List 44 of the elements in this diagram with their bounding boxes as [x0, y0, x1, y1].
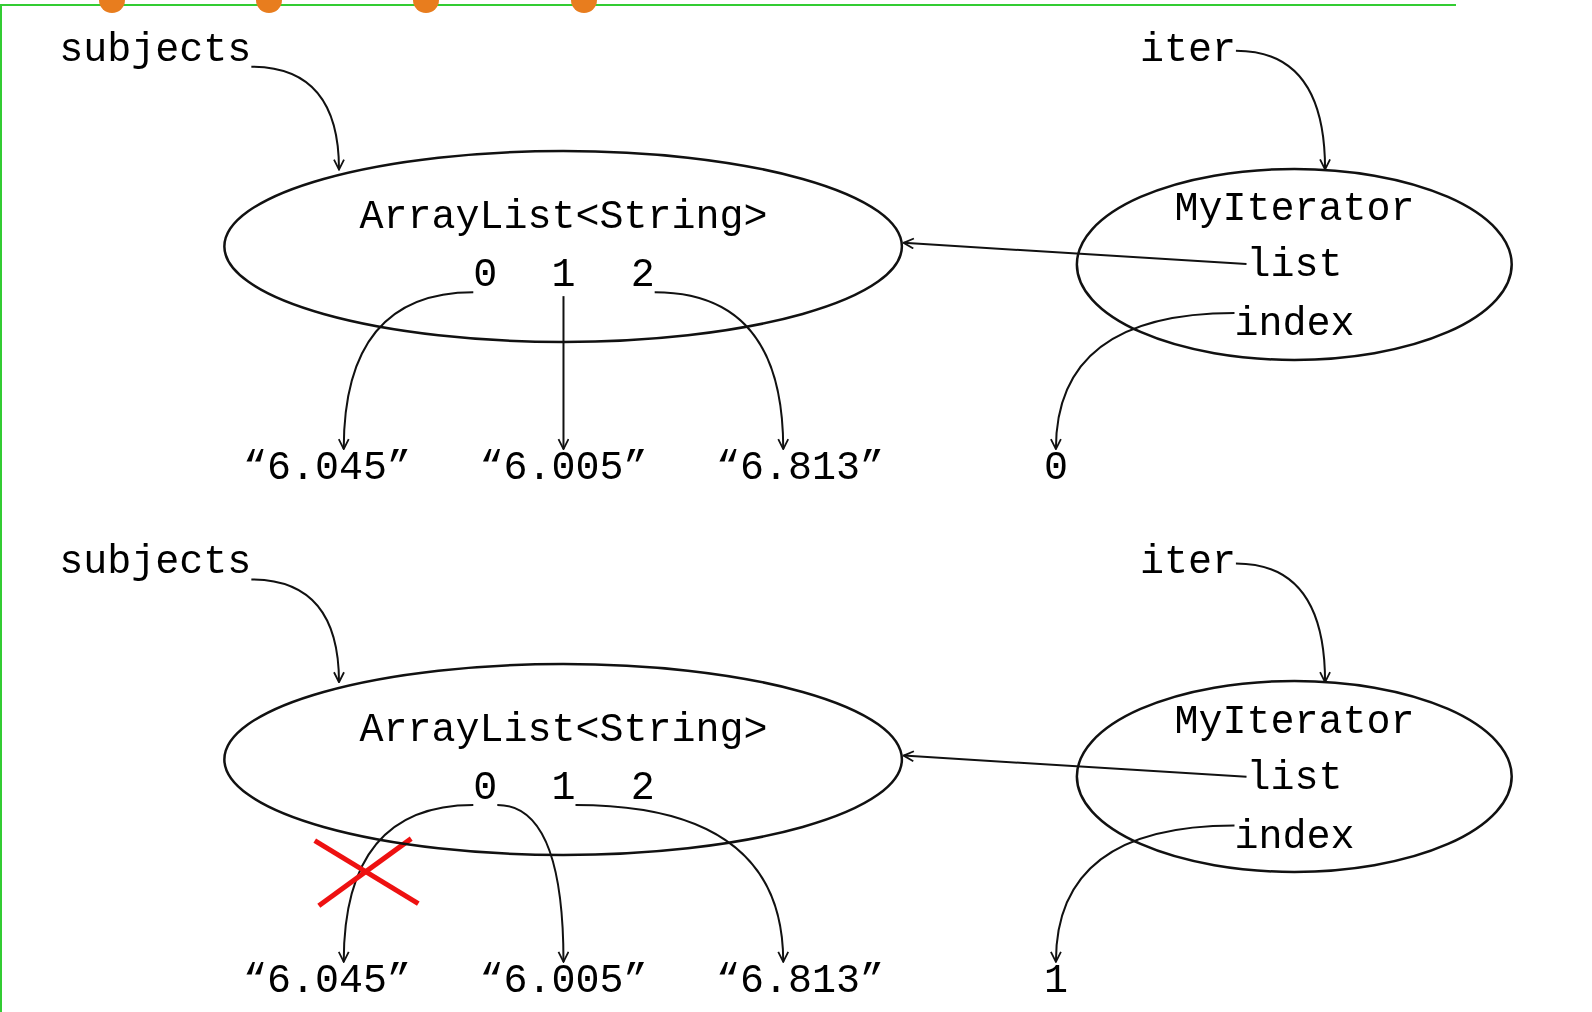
arrow	[496, 803, 570, 963]
arrow	[1234, 562, 1331, 684]
arrow	[250, 65, 345, 171]
code-label: subjects	[59, 30, 252, 71]
arrow	[902, 237, 1248, 265]
code-label: 0	[473, 256, 498, 297]
arrow	[1234, 49, 1331, 171]
code-label: “6.813”	[716, 449, 885, 490]
class-name: MyIterator	[1174, 702, 1415, 743]
class-name: ArrayList<String>	[359, 711, 768, 751]
ellipse-node	[1076, 167, 1513, 361]
code-label: 0	[1043, 449, 1068, 490]
code-label: index	[1234, 304, 1355, 345]
code-label: 1	[1043, 961, 1068, 1002]
code-label: “6.005”	[479, 449, 648, 490]
ellipse-node	[223, 150, 904, 344]
arrow	[338, 803, 475, 963]
arrow	[338, 291, 475, 451]
code-label: “6.045”	[242, 449, 411, 490]
class-name: ArrayList<String>	[359, 198, 768, 239]
arrow	[557, 295, 570, 451]
code-label: subjects	[59, 543, 252, 584]
code-label: list	[1246, 246, 1343, 286]
arrow	[1050, 824, 1236, 963]
class-name: MyIterator	[1174, 190, 1415, 231]
code-label: iter	[1139, 543, 1236, 584]
code-label: 2	[630, 768, 655, 809]
code-label: 1	[551, 256, 576, 297]
arrow	[250, 578, 345, 684]
code-label: “6.045”	[242, 961, 411, 1002]
code-label: 2	[630, 256, 655, 297]
arrow	[902, 750, 1248, 778]
ellipse-node	[223, 663, 904, 856]
code-label: 1	[551, 768, 576, 809]
arrow	[653, 291, 789, 451]
code-label: “6.005”	[479, 961, 648, 1002]
code-label: iter	[1139, 30, 1236, 71]
arrow	[574, 803, 789, 963]
code-label: “6.813”	[716, 961, 885, 1002]
arrow	[1050, 311, 1236, 451]
ellipse-node	[1076, 680, 1513, 874]
code-label: list	[1246, 758, 1343, 799]
code-label: 0	[473, 768, 498, 809]
code-label: index	[1234, 817, 1355, 858]
